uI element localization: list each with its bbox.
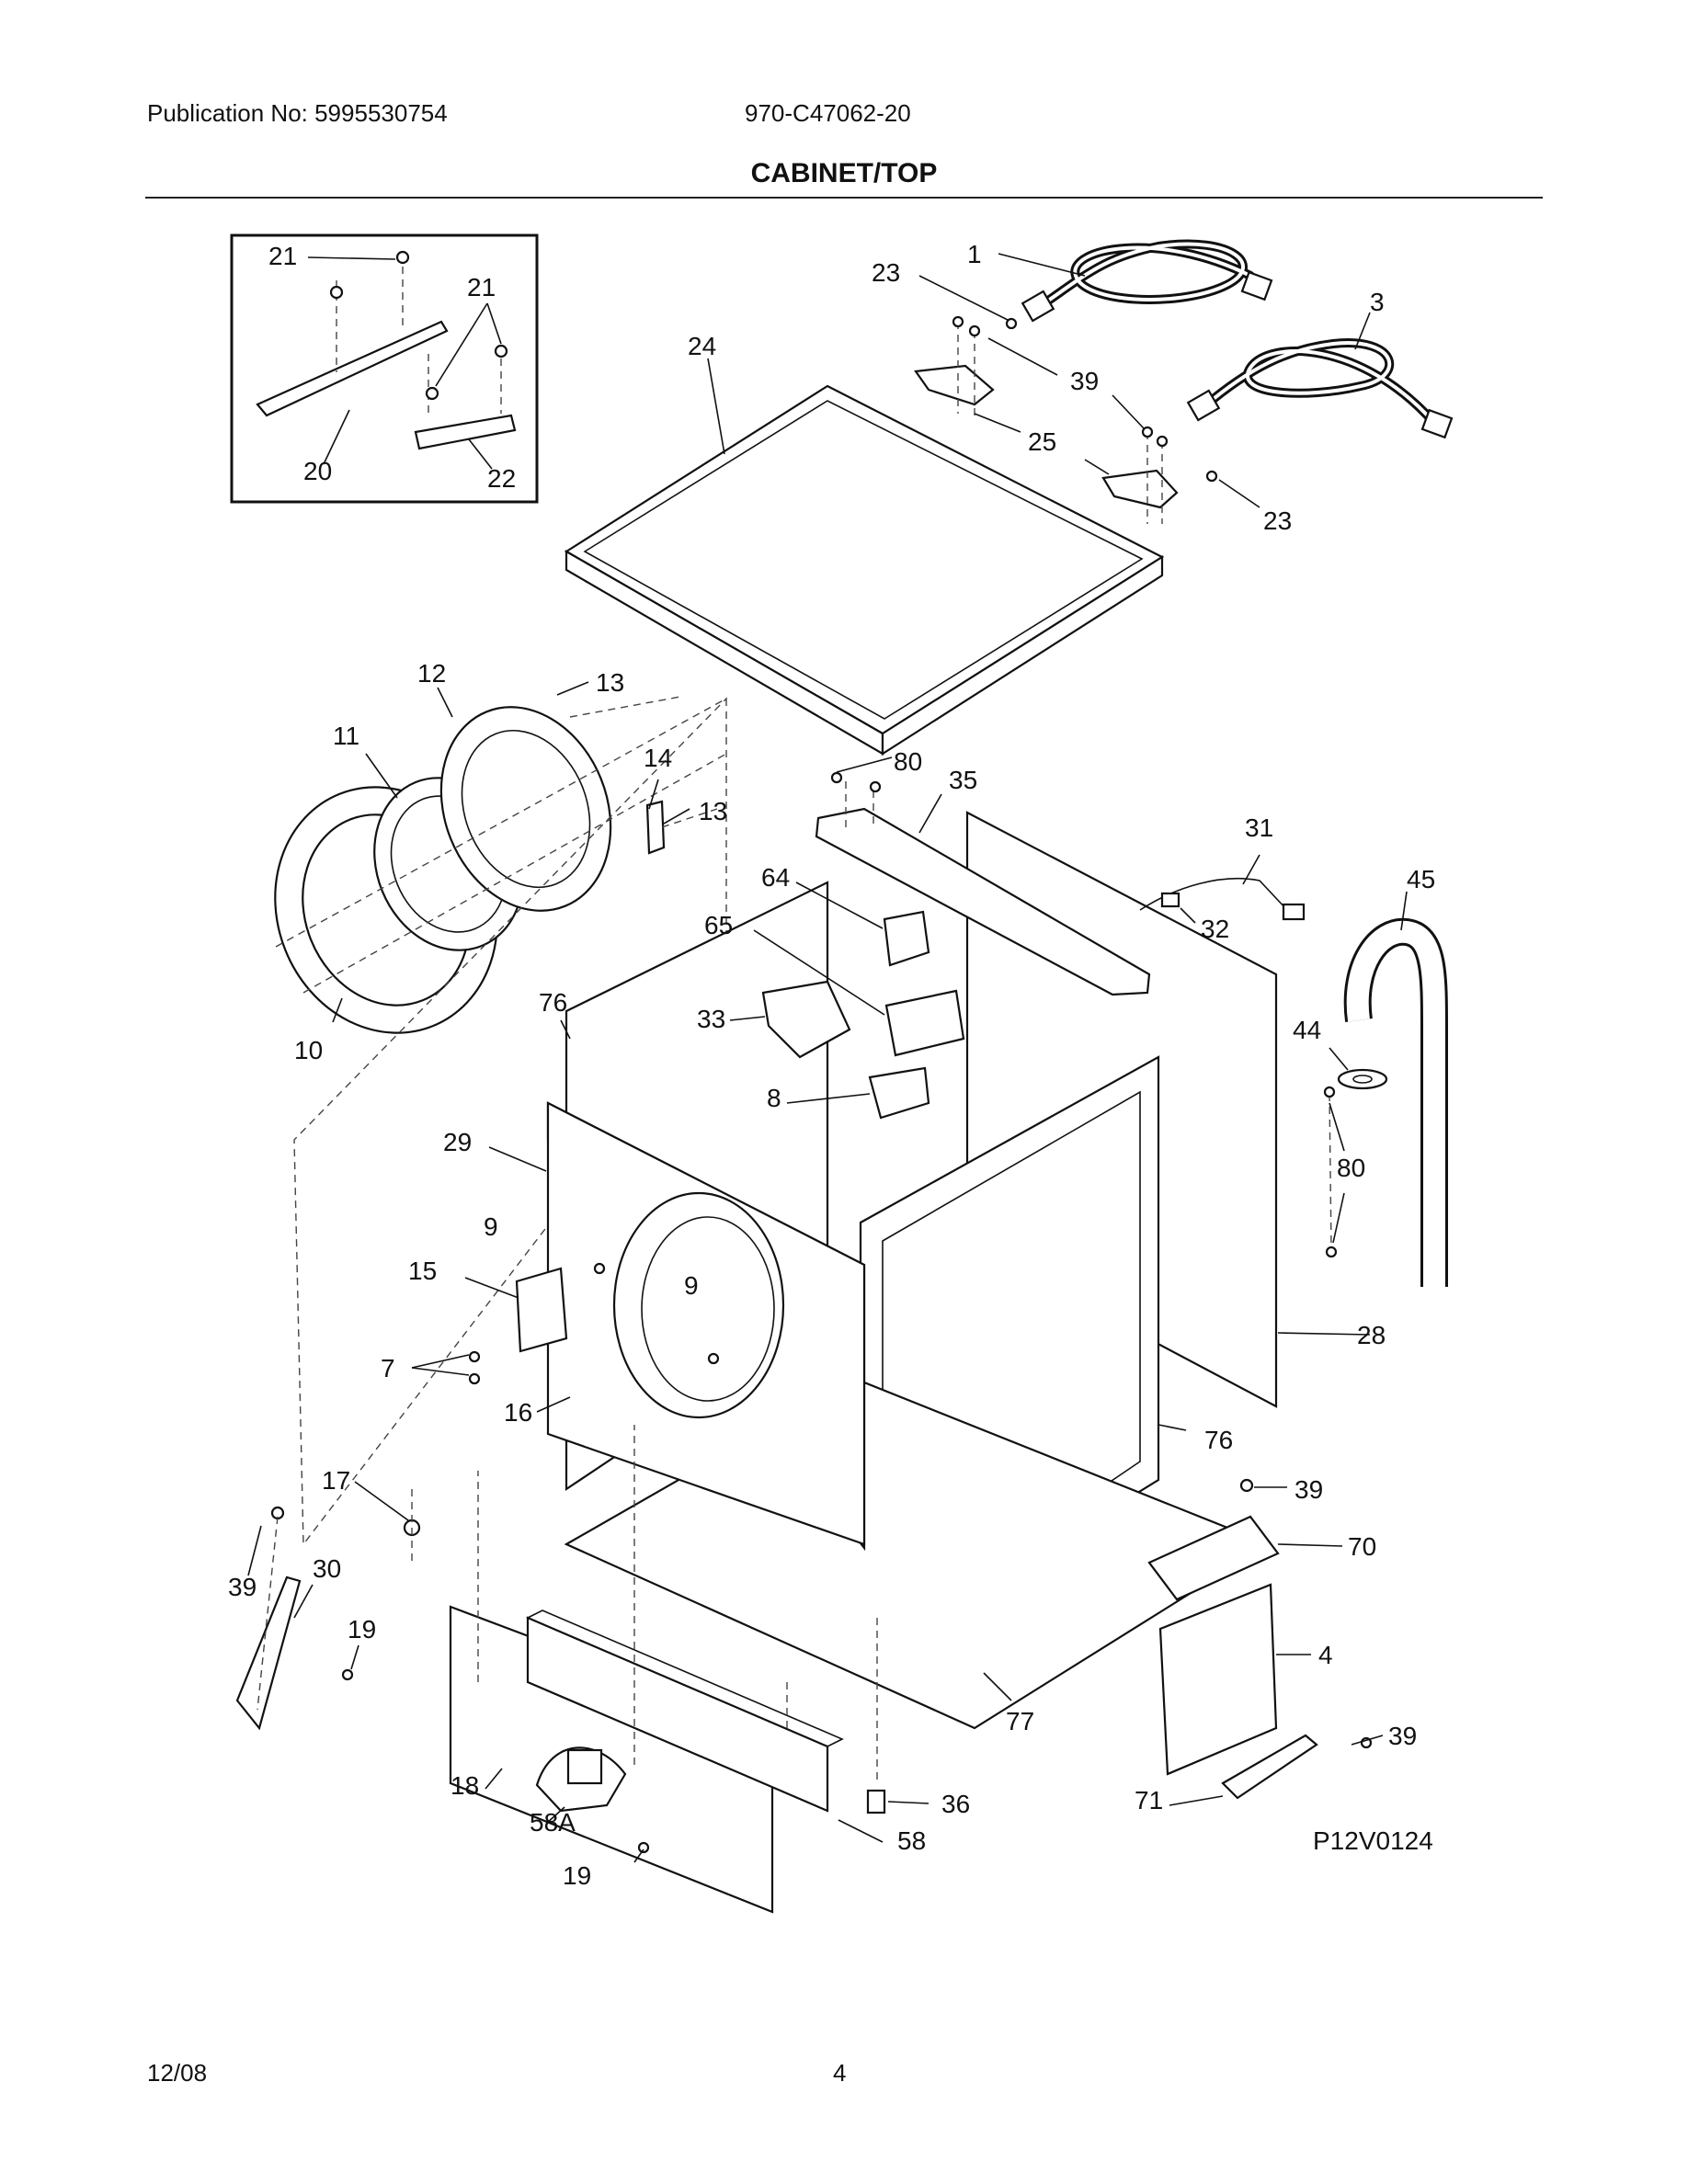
callout-65: 65 <box>704 911 733 939</box>
callout-58: 58 <box>897 1826 926 1855</box>
callout-9: 9 <box>684 1271 699 1300</box>
footer-date: 12/08 <box>147 2059 208 2087</box>
callout-28: 28 <box>1357 1321 1386 1349</box>
model-number: 970-C47062-20 <box>745 99 911 127</box>
control-board-area <box>1147 1478 1384 1806</box>
callout-39: 39 <box>1388 1722 1417 1750</box>
callout-80: 80 <box>1337 1154 1365 1182</box>
callout-31: 31 <box>1245 813 1273 842</box>
callout-1: 1 <box>967 240 982 268</box>
callout-70: 70 <box>1348 1532 1376 1561</box>
callout-64: 64 <box>761 863 790 892</box>
inlet-hose-3 <box>1186 312 1454 439</box>
callout-22: 22 <box>487 464 516 493</box>
callout-19: 19 <box>563 1861 591 1890</box>
callout-14: 14 <box>644 744 672 772</box>
callout-44: 44 <box>1293 1016 1321 1044</box>
callout-8: 8 <box>767 1084 781 1112</box>
callout-19: 19 <box>348 1615 376 1644</box>
callout-16: 16 <box>504 1398 532 1427</box>
callout-9: 9 <box>484 1212 498 1241</box>
callout-13: 13 <box>699 797 727 825</box>
top-panel <box>564 358 1165 756</box>
callout-20: 20 <box>303 457 332 485</box>
lower-parts <box>235 1425 930 1914</box>
callout-39: 39 <box>228 1573 257 1601</box>
callout-11: 11 <box>333 722 359 750</box>
upper-rail <box>815 756 1151 996</box>
callout-25: 25 <box>1028 427 1056 456</box>
hinge <box>411 1262 720 1413</box>
callout-71: 71 <box>1135 1786 1163 1814</box>
callout-4: 4 <box>1318 1641 1333 1669</box>
callout-7: 7 <box>381 1354 395 1382</box>
inset-box <box>230 233 539 504</box>
callout-12: 12 <box>417 659 446 688</box>
diagram-code: P12V0124 <box>1313 1826 1433 1855</box>
callout-45: 45 <box>1407 865 1435 893</box>
callout-23: 23 <box>1263 506 1292 535</box>
callout-58a: 58A <box>530 1808 576 1837</box>
callout-18: 18 <box>451 1771 479 1800</box>
page-title: CABINET/TOP <box>750 158 938 188</box>
callout-13: 13 <box>596 668 624 697</box>
cabinet-frame <box>488 811 1371 1730</box>
callout-labels: 21 21 20 22 1 23 3 24 39 25 23 12 13 11 … <box>228 240 1435 1890</box>
callout-30: 30 <box>313 1554 341 1583</box>
header-rule <box>145 197 1543 199</box>
page-number: 4 <box>833 2059 847 2087</box>
callout-10: 10 <box>294 1036 323 1064</box>
callout-21: 21 <box>268 242 297 270</box>
drain-hose <box>1329 891 1448 1287</box>
callout-17: 17 <box>322 1466 350 1495</box>
screws-80-right <box>1323 1086 1345 1258</box>
callout-3: 3 <box>1370 288 1385 316</box>
callout-76: 76 <box>1204 1426 1233 1454</box>
callout-77: 77 <box>1006 1707 1034 1735</box>
callout-23: 23 <box>872 258 900 287</box>
callout-24: 24 <box>688 332 716 360</box>
callout-36: 36 <box>941 1790 970 1818</box>
callout-80: 80 <box>894 747 922 776</box>
callout-32: 32 <box>1201 915 1229 943</box>
publication-number: Publication No: 5995530754 <box>147 99 448 127</box>
top-brackets <box>914 275 1260 524</box>
callout-35: 35 <box>949 766 977 794</box>
callout-39: 39 <box>1295 1475 1323 1504</box>
internal-components <box>729 854 1306 1120</box>
callout-15: 15 <box>408 1257 437 1285</box>
inlet-hose-1 <box>998 239 1273 323</box>
callout-33: 33 <box>697 1005 725 1033</box>
callout-29: 29 <box>443 1128 472 1156</box>
door-assembly <box>274 681 727 1547</box>
callout-39: 39 <box>1070 367 1099 395</box>
callout-76: 76 <box>539 988 567 1017</box>
callout-21: 21 <box>467 273 496 301</box>
